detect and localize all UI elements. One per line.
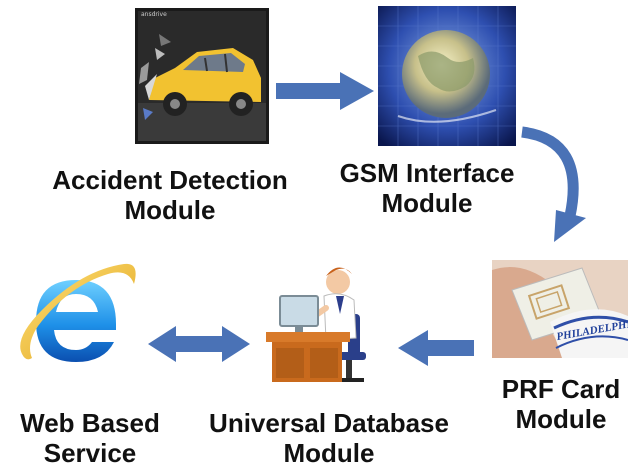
prf-card-image: PHILADELPHIA xyxy=(492,260,628,358)
accident-detection-label: Accident Detection Module xyxy=(40,165,300,225)
accident-detection-label-line1: Accident Detection xyxy=(52,165,288,195)
prf-card-label-line1: PRF Card xyxy=(501,374,621,404)
photo-caption: ansdrive xyxy=(141,11,167,18)
browser-logo-icon xyxy=(12,250,142,378)
arrow-accident-to-gsm xyxy=(276,72,374,110)
arrow-prf-to-database xyxy=(398,330,474,366)
accident-detection-label-line2: Module xyxy=(124,195,216,225)
prf-card-label-line2: Module xyxy=(515,404,607,434)
database-person-image xyxy=(262,252,374,386)
web-service-label-line1: Web Based xyxy=(20,408,160,438)
arrow-gsm-to-prf xyxy=(521,126,586,242)
universal-database-label-line1: Universal Database xyxy=(209,408,449,438)
arrow-database-web-bidirectional xyxy=(148,326,250,362)
gsm-interface-label: GSM Interface Module xyxy=(322,158,532,218)
gsm-globe-image xyxy=(378,6,516,146)
gsm-interface-label-line2: Module xyxy=(381,188,473,218)
web-service-label-line2: Service xyxy=(43,438,137,468)
universal-database-label-line2: Module xyxy=(283,438,375,468)
prf-card-label: PRF Card Module xyxy=(488,374,634,434)
crash-test-image: ansdrive xyxy=(135,8,269,144)
universal-database-label: Universal Database Module xyxy=(186,408,472,468)
web-service-label: Web Based Service xyxy=(2,408,178,468)
gsm-interface-label-line1: GSM Interface xyxy=(339,158,515,188)
